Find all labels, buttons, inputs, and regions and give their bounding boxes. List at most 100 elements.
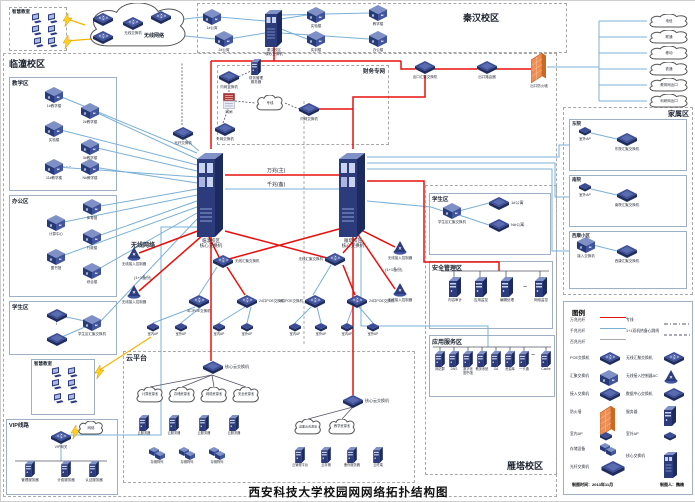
node-bolt-7[interactable]	[63, 35, 72, 49]
node-室外AP-80[interactable]	[315, 323, 327, 332]
node-8口POE交换机-77[interactable]	[305, 295, 325, 308]
node-出口防火墙-22[interactable]	[531, 53, 547, 83]
node-内网交换机-63[interactable]	[299, 103, 319, 116]
node-8口POE交换机-68[interactable]	[189, 295, 209, 308]
node-室外AP-71[interactable]	[175, 323, 187, 332]
node-接入交换机-102[interactable]	[577, 237, 595, 253]
node-N#教学楼-34[interactable]	[81, 159, 99, 175]
node-光纤交换机-58[interactable]	[173, 127, 193, 140]
node-无线接入控制器-76[interactable]	[393, 283, 407, 297]
node-无线接入控制器-65[interactable]	[127, 247, 141, 261]
node-内网交换机-59[interactable]	[219, 71, 239, 84]
node-联通-24[interactable]	[647, 30, 691, 44]
node-pc-3[interactable]	[47, 25, 58, 36]
node-室内AP-72[interactable]	[213, 323, 225, 332]
node-室外AP-82[interactable]	[367, 323, 379, 332]
node-计算中心-36[interactable]	[47, 215, 65, 231]
node-财务管理服务器-60[interactable]	[251, 59, 261, 75]
node-24口POE交换机-78[interactable]	[347, 295, 367, 308]
node-云服务器-111[interactable]	[199, 415, 209, 431]
node-安全资源池-108[interactable]	[231, 387, 261, 403]
node-专线-62[interactable]	[255, 95, 285, 111]
node-室外AP-73[interactable]	[241, 323, 253, 332]
node-东院汇聚交换机-99[interactable]	[617, 133, 637, 146]
node-pc-45[interactable]	[51, 379, 62, 390]
node-数字化图书馆-92[interactable]	[463, 351, 473, 367]
node-DNS-91[interactable]	[449, 351, 459, 367]
node-pc-0[interactable]	[31, 13, 42, 24]
node-体育馆-35[interactable]	[83, 199, 101, 215]
node-图书馆-38[interactable]	[47, 249, 65, 265]
node-2#公寓-14[interactable]	[215, 31, 233, 47]
node-教务系统-93[interactable]	[477, 351, 487, 367]
node-网络监控-89[interactable]	[535, 277, 547, 297]
node-存储阵列-114[interactable]	[179, 447, 195, 460]
node-无线接入控制器-75[interactable]	[393, 241, 407, 255]
node-pc-1[interactable]	[47, 13, 58, 24]
node-网站群-90[interactable]	[435, 351, 445, 367]
node-pc-48[interactable]	[67, 393, 78, 404]
node-云服务器-112[interactable]	[229, 415, 239, 431]
node-bolt-49[interactable]	[95, 365, 104, 379]
node-存储阵列-113[interactable]	[149, 447, 165, 460]
node-一卡通-96[interactable]	[519, 351, 529, 367]
node-临潼校区核心交换机-56[interactable]	[197, 149, 225, 237]
node-云存储-120[interactable]	[321, 447, 331, 463]
node-教育网出口-27[interactable]	[647, 78, 691, 92]
node-Cache-97[interactable]	[541, 351, 551, 367]
node-学生区汇聚交换机-83[interactable]	[443, 203, 461, 219]
node-应用监控-87[interactable]	[475, 277, 487, 297]
node-pc-44[interactable]	[67, 367, 78, 378]
node-pc-4[interactable]	[33, 37, 44, 48]
node-核心云交换机-104[interactable]	[203, 361, 223, 374]
node-无线汇聚交换机-74[interactable]	[325, 253, 345, 266]
node-综合楼-39[interactable]	[83, 263, 101, 279]
node-24口POE交换机-69[interactable]	[237, 295, 257, 308]
node-办公楼-19[interactable]	[369, 31, 387, 47]
node-备份服务器-121[interactable]	[347, 447, 357, 463]
node-核心云交换机-116[interactable]	[343, 395, 363, 408]
node-实训楼-18[interactable]	[307, 31, 325, 47]
node-室内AP-81[interactable]	[341, 323, 353, 332]
node-外网交换机-64[interactable]	[215, 123, 235, 136]
node-秦汉校区核心交换机-15[interactable]	[265, 7, 283, 47]
node-flatx-12[interactable]	[151, 11, 171, 24]
node-pc-2[interactable]	[31, 25, 42, 36]
node-VIP网关-50[interactable]	[51, 431, 71, 444]
node-管理服务器-53[interactable]	[25, 461, 35, 477]
node-室外AP-98[interactable]	[579, 127, 591, 136]
node-雁塔校区核心交换机-57[interactable]	[339, 149, 367, 237]
node-计费服务器-54[interactable]	[61, 461, 71, 477]
node-云管理平台-119[interactable]	[295, 447, 305, 463]
node-2#教学楼-30[interactable]	[81, 103, 99, 119]
node-室内AP-70[interactable]	[147, 323, 159, 332]
node-pc-46[interactable]	[67, 379, 78, 390]
node-pc-47[interactable]	[53, 393, 64, 404]
node-网闸-61[interactable]	[223, 93, 235, 109]
node-1#公寓-84[interactable]	[489, 197, 509, 210]
node-存储阵列-115[interactable]	[209, 447, 225, 460]
node-无线接入控制器-66[interactable]	[127, 285, 141, 299]
node-铁通-26[interactable]	[647, 62, 691, 76]
node-无线交换机-11[interactable]	[123, 17, 143, 30]
node-出口路由器-21[interactable]	[477, 61, 497, 74]
node-西康汇聚交换机-103[interactable]	[617, 245, 637, 258]
node-flatx-10[interactable]	[93, 31, 113, 44]
node-11#教学楼-33[interactable]	[45, 159, 63, 175]
node-编辑处理-88[interactable]	[501, 277, 513, 297]
node-内容审计-86[interactable]	[449, 277, 461, 297]
node-实验楼-16[interactable]	[307, 7, 325, 23]
node-电信-23[interactable]	[647, 14, 691, 28]
node-pc-43[interactable]	[51, 367, 62, 378]
node-室外AP-100[interactable]	[579, 183, 591, 192]
node-云服务器-110[interactable]	[169, 415, 179, 431]
node-认证服务器-55[interactable]	[89, 461, 99, 477]
node-学生区汇聚交换机-42[interactable]	[83, 315, 101, 331]
node-科研网出口-28[interactable]	[647, 94, 691, 108]
node-教学楼-17[interactable]	[369, 5, 387, 21]
node-OA-94[interactable]	[491, 351, 501, 367]
node-室内AP-79[interactable]	[289, 323, 301, 332]
node-3#教学楼-32[interactable]	[81, 139, 99, 155]
node-南院汇聚交换机-101[interactable]	[617, 189, 637, 202]
node-实验楼-31[interactable]	[45, 121, 63, 137]
